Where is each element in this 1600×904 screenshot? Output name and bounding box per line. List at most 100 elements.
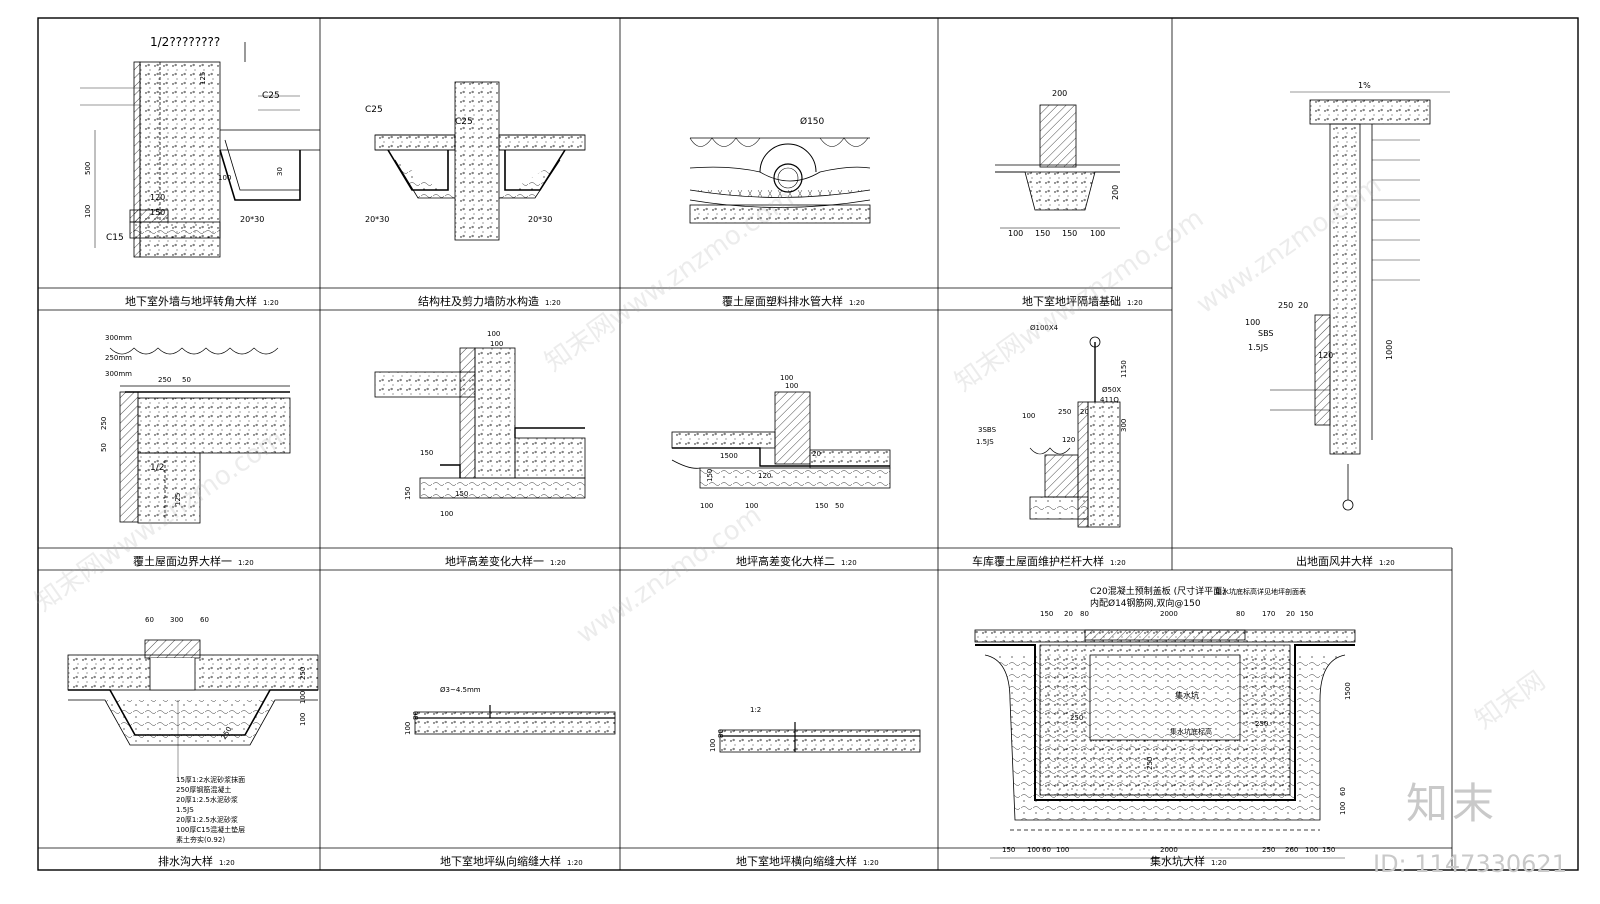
p7-d100b: 100 [490,340,503,348]
caption-7-title: 地坪高差变化大样一 [445,555,544,568]
detail-wall-floor-corner [80,42,320,258]
p11-d100: 100 [404,722,412,735]
p11-d80: 80 [412,711,420,720]
p9-bar1: Ø100X4 [1030,324,1059,332]
p1-c15: C15 [106,233,124,243]
p10-n2: 250厚钢筋混凝土 [176,785,231,794]
p9-d100: 100 [1022,412,1035,420]
caption-13-scale: 1:20 [1211,859,1227,867]
detail-floor-level-change-2 [671,391,891,489]
p8-d100c: 100 [745,502,758,510]
p5-d100: 100 [1245,318,1260,327]
caption-5: 出地面风井大样 1:20 [1296,553,1395,569]
caption-8-title: 地坪高差变化大样二 [736,555,835,568]
p1-c25: C25 [262,91,280,101]
p13-d80: 80 [1080,610,1089,618]
p13-tag2: 内配Ø14钢筋网,双向@150 [1090,597,1201,609]
p13-bot100: 100 [1027,846,1040,854]
p4-d100b: 100 [1090,229,1105,238]
p1-d2030: 20*30 [240,215,264,224]
p13-bot2000: 2000 [1160,846,1178,854]
detail-roof-edge [109,347,291,524]
p13-d20: 20 [1064,610,1073,618]
p8-d1500: 1500 [720,452,738,460]
caption-9-title: 车库覆土屋面维护栏杆大样 [972,555,1104,568]
p13-d250c: 250 [1146,757,1154,770]
p12-note: 1:2 [750,706,761,714]
caption-5-title: 出地面风井大样 [1296,555,1373,568]
p5-pct: 1% [1358,81,1371,90]
caption-12-scale: 1:20 [863,859,879,867]
p2-c25: C25 [365,105,383,115]
p8-d100d: 100 [700,502,713,510]
p13-d100: 100 [1339,802,1347,815]
p8-d100: 100 [780,374,793,382]
p8-d20: 20 [812,450,821,458]
detail-roof-railing [1029,336,1121,528]
p9-d110: 411Q [1100,396,1119,404]
p13-bot250: 250 [1262,846,1275,854]
caption-2-scale: 1:20 [545,299,561,307]
caption-10-scale: 1:20 [219,859,235,867]
p10-d100: 100 [299,691,307,704]
p5-d1000: 1000 [1385,340,1394,360]
p9-d1150: 1150 [1120,360,1128,378]
p10-d60: 60 [145,616,154,624]
p6-d50b: 50 [100,443,108,452]
p6-d300b: 300mm [105,370,132,378]
p13-d250: 250 [1070,714,1083,722]
p1-d30: 30 [276,167,284,176]
p1-d500: 500 [84,162,92,175]
p1-d100: 100 [84,205,92,218]
p13-pitbot: 集水坑底标高 [1170,727,1212,736]
detail-column-waterproof [374,81,586,241]
p13-d2000: 2000 [1160,610,1178,618]
p4-d150b: 150 [1062,229,1077,238]
p10-n6: 100厚C15混凝土垫层 [176,825,245,834]
detail-vent-shaft [1270,91,1450,511]
p8-d50: 50 [835,502,844,510]
caption-4-scale: 1:20 [1127,299,1143,307]
p3-pipe: Ø150 [800,116,825,127]
p6-d250d: 250 [100,417,108,430]
p7-d150: 150 [420,449,433,457]
detail-longitudinal-joint [414,705,616,735]
p13-bot260: 260 [1285,846,1298,854]
p10-n1: 15厚1:2水泥砂浆抹面 [176,775,245,784]
caption-12-title: 地下室地坪横向缩缝大样 [736,855,857,868]
brand-logo-text: 知末 [1406,779,1499,828]
caption-1-title: 地下室外墙与地坪转角大样 [125,295,257,308]
p13-pit: 集水坑 [1175,690,1199,700]
sheet-frame [37,17,1579,871]
detail-floor-level-change-1 [374,347,586,499]
detail-drain-ditch [67,639,319,780]
p13-bot100c: 100 [1305,846,1318,854]
p9-d250: 250 [1058,408,1071,416]
p2-2030b: 20*30 [528,215,552,224]
p12-d100: 100 [709,739,717,752]
detail-sump-pit [974,629,1356,859]
p10-d100b: 100 [299,713,307,726]
p1-top-label: 1/2???????? [150,35,220,49]
p9-sbs: 3SBS [978,426,997,434]
caption-9-scale: 1:20 [1110,559,1126,567]
p7-d150c: 150 [404,487,412,500]
p1-d120: 120 [150,193,165,202]
p9-d120: 120 [1062,436,1075,444]
p6-half: 1/2 [150,463,164,473]
p12-d80: 80 [717,729,725,738]
p10-n7: 素土夯实(0.92) [176,835,225,844]
caption-5-scale: 1:20 [1379,559,1395,567]
p13-d170: 170 [1262,610,1275,618]
caption-11-title: 地下室地坪纵向缩缝大样 [440,855,561,868]
p5-d250: 250 [1278,301,1293,310]
p7-d150b: 150 [455,490,468,498]
p10-d60b: 60 [200,616,209,624]
detail-drain-pipe [689,137,871,224]
caption-9: 车库覆土屋面维护栏杆大样 1:20 [972,553,1126,569]
